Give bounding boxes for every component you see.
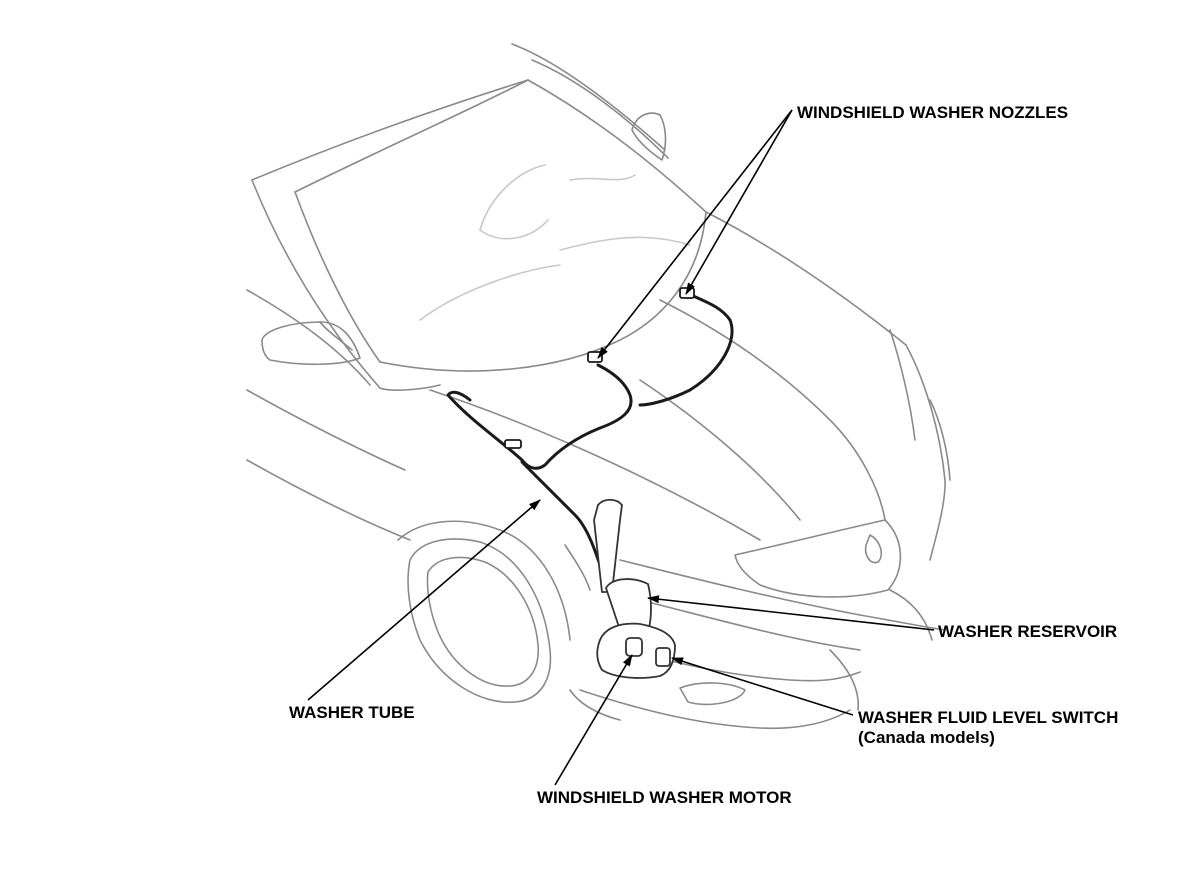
leader-washer-motor <box>554 654 633 786</box>
leader-lines <box>307 109 935 786</box>
leader-fluid-level-switch <box>671 657 854 716</box>
label-washer-reservoir: WASHER RESERVOIR <box>938 622 1118 641</box>
label-windshield-washer-motor: WINDSHIELD WASHER MOTOR <box>537 788 792 807</box>
washer-reservoir-drawing <box>593 498 676 679</box>
washer-nozzle-fittings <box>504 287 695 449</box>
label-canada-models-note: (Canada models) <box>858 728 995 747</box>
leader-reservoir <box>647 595 935 631</box>
leader-nozzles-left <box>597 109 793 359</box>
label-windshield-washer-nozzles: WINDSHIELD WASHER NOZZLES <box>797 103 1069 122</box>
leader-nozzles-right <box>685 109 793 295</box>
label-washer-tube: WASHER TUBE <box>289 703 415 722</box>
car-outline <box>246 43 951 730</box>
leader-washer-tube <box>307 499 541 701</box>
washer-tube-drawing <box>446 290 734 582</box>
label-washer-fluid-level-switch: WASHER FLUID LEVEL SWITCH <box>858 708 1119 727</box>
